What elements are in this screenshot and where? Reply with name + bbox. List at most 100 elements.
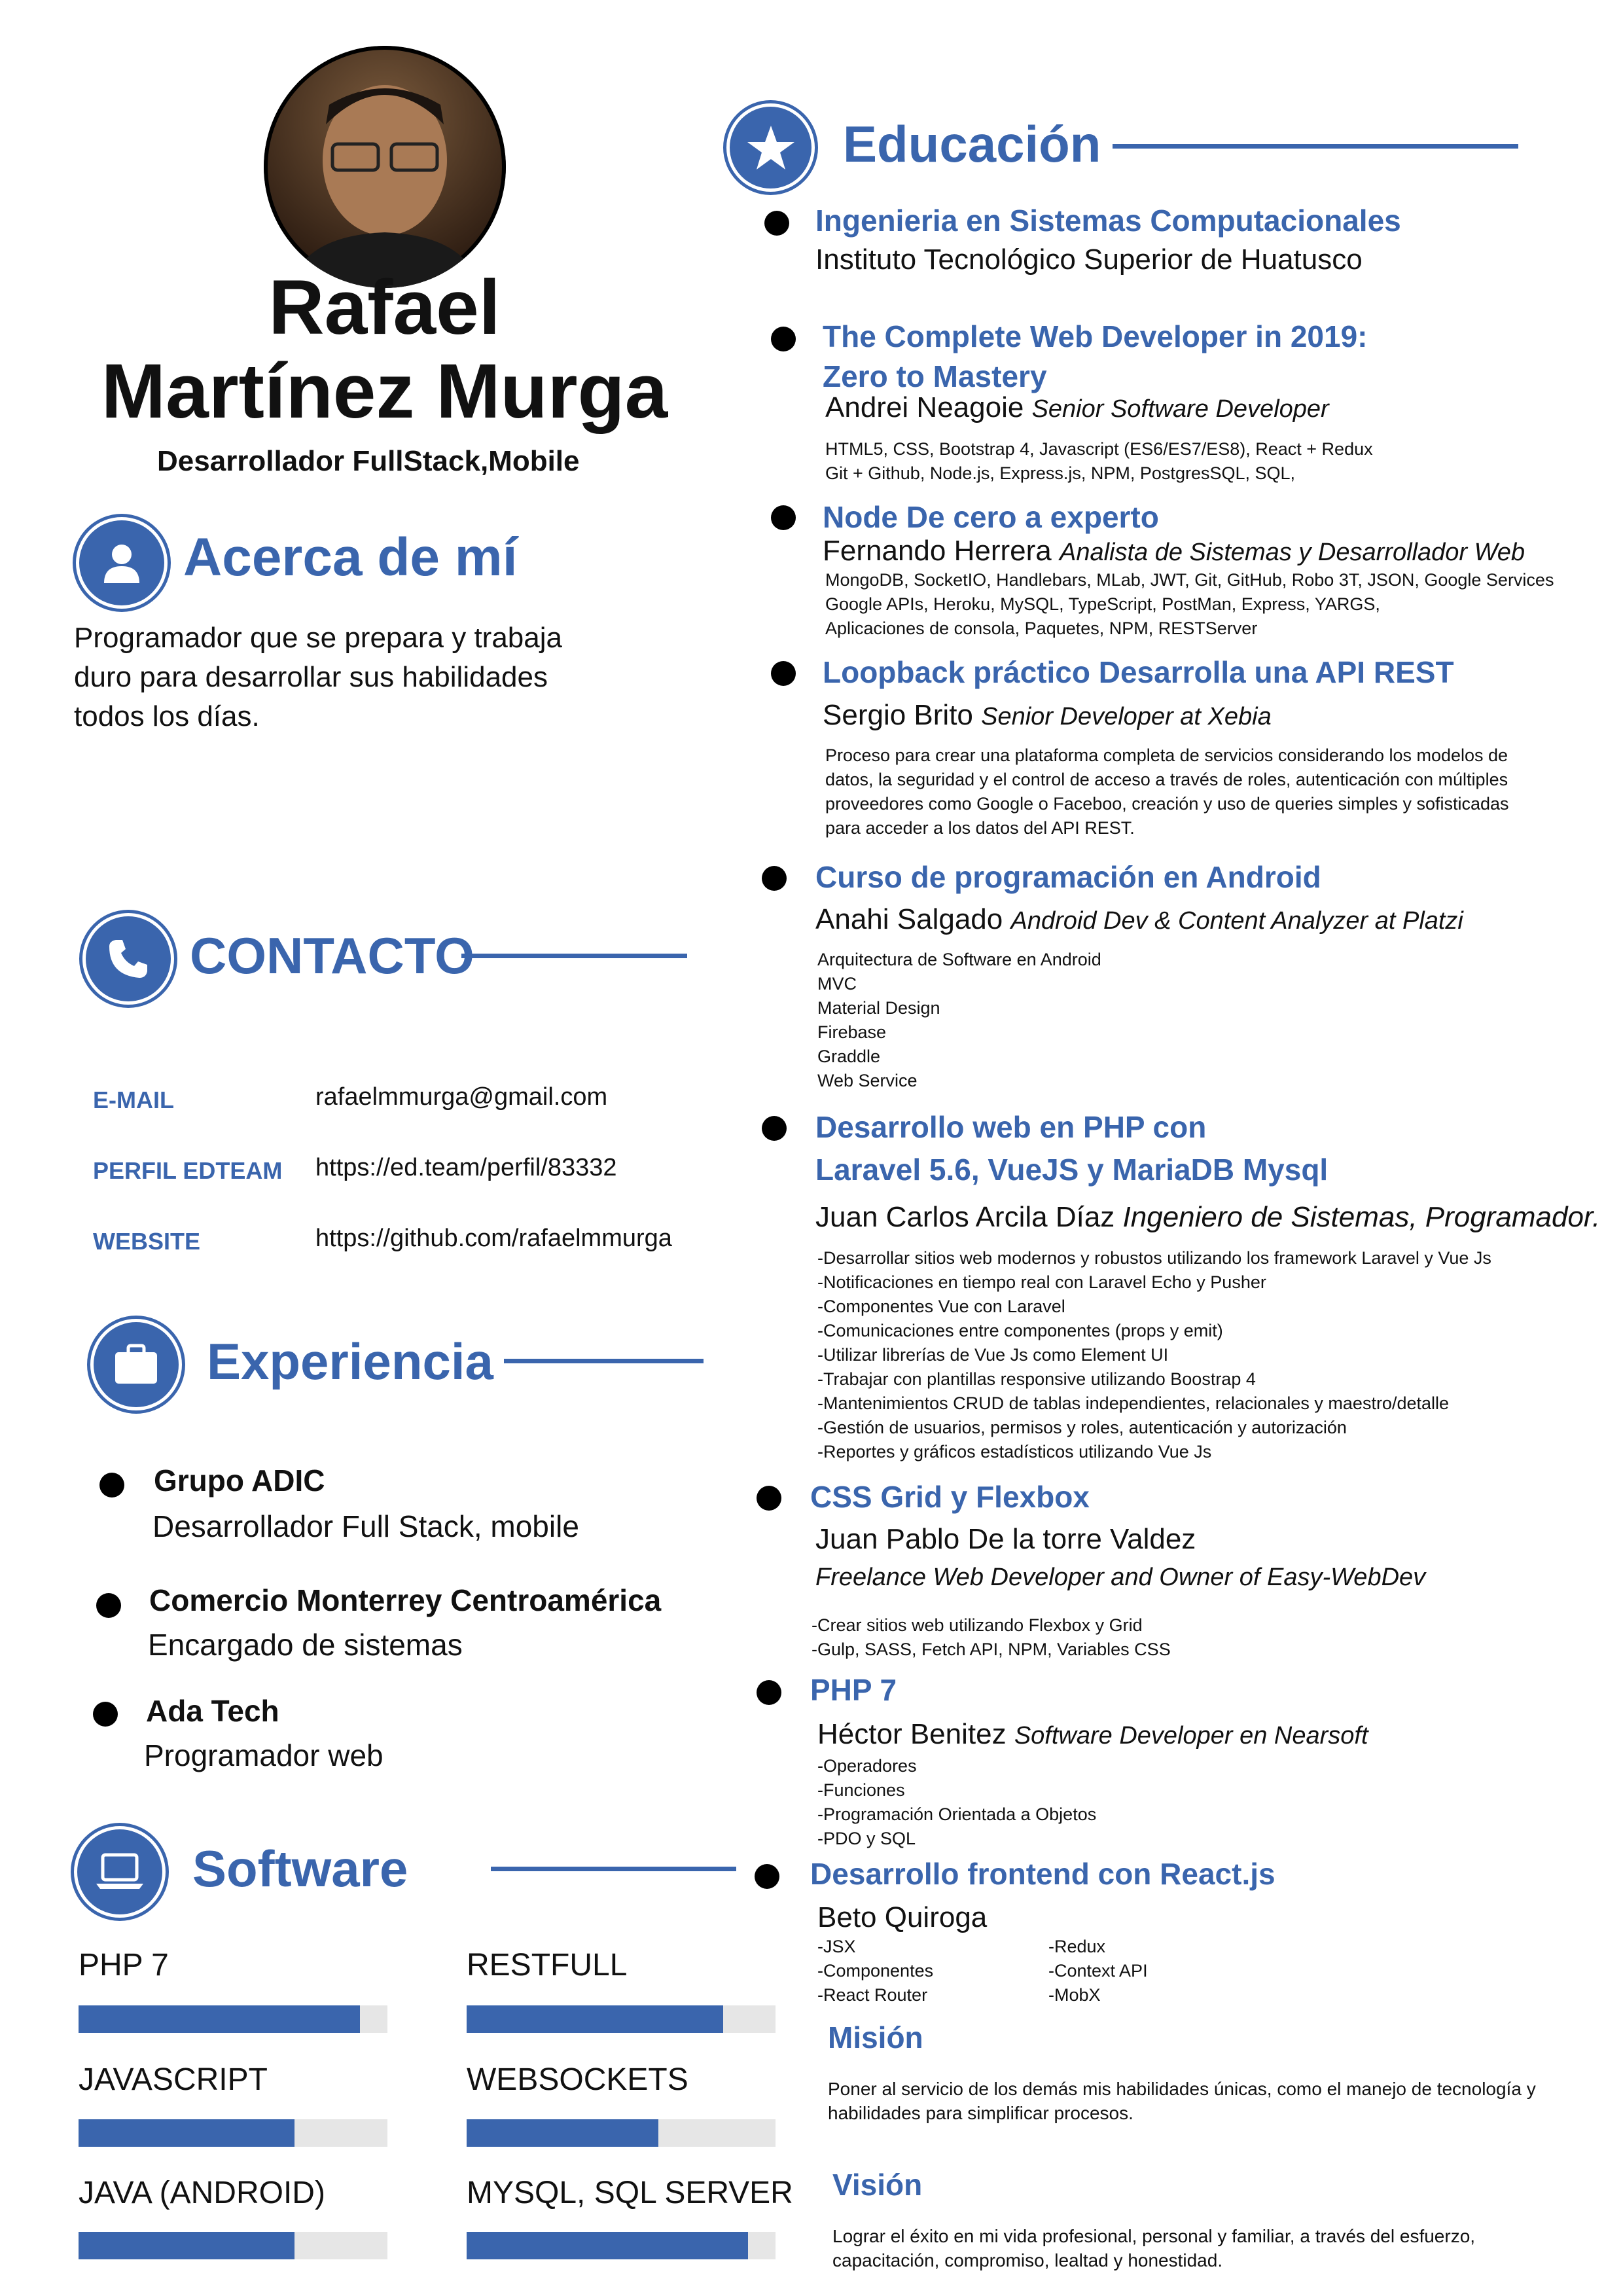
contact-website-value[interactable]: https://github.com/rafaelmmurga <box>315 1225 672 1252</box>
skill-name: RESTFULL <box>467 1948 628 1982</box>
about-line: todos los días. <box>74 700 260 732</box>
education-institution: Instituto Tecnológico Superior de Huatus… <box>815 243 1363 276</box>
education-details: -Desarrollar sitios web modernos y robus… <box>817 1246 1491 1464</box>
detail-line: Aplicaciones de consola, Paquetes, NPM, … <box>825 619 1258 638</box>
detail-line: -Redux <box>1048 1937 1106 1956</box>
education-bullet <box>755 1864 779 1889</box>
education-bullet <box>762 1116 787 1141</box>
detail-line: -Mantenimientos CRUD de tablas independi… <box>817 1393 1450 1413</box>
detail-line: Material Design <box>817 998 940 1018</box>
experience-role: Desarrollador Full Stack, mobile <box>152 1509 579 1543</box>
profile-first-name: Rafael <box>268 264 501 351</box>
detail-line: -Crear sitios web utilizando Flexbox y G… <box>812 1615 1143 1635</box>
education-details: -Crear sitios web utilizando Flexbox y G… <box>812 1613 1171 1662</box>
education-details-col1: -JSX -Componentes -React Router <box>817 1935 933 2007</box>
contact-email-value[interactable]: rafaelmmurga@gmail.com <box>315 1083 608 1111</box>
education-course-title-2: Laravel 5.6, VueJS y MariaDB Mysql <box>815 1153 1329 1187</box>
laptop-icon <box>96 1853 143 1889</box>
education-instructor: Juan Carlos Arcila Díaz Ingeniero de Sis… <box>815 1201 1600 1234</box>
profile-photo <box>264 46 506 288</box>
education-bullet <box>764 211 789 236</box>
skill-bar-fill <box>79 2119 295 2147</box>
skill-name: JAVASCRIPT <box>79 2062 268 2097</box>
education-details-col2: -Redux -Context API -MobX <box>1048 1935 1148 2007</box>
experience-role: Encargado de sistemas <box>148 1628 463 1662</box>
detail-line: -Gulp, SASS, Fetch API, NPM, Variables C… <box>812 1640 1171 1659</box>
education-course-title: Desarrollo frontend con React.js <box>810 1857 1275 1891</box>
instructor-name: Juan Carlos Arcila Díaz <box>815 1201 1115 1233</box>
user-icon <box>104 545 139 583</box>
instructor-name: Andrei Neagoie <box>825 391 1024 423</box>
detail-line: -Comunicaciones entre componentes (props… <box>817 1321 1223 1340</box>
phone-icon <box>109 940 147 978</box>
contact-title: CONTACTO <box>190 927 474 984</box>
experience-icon-circle <box>90 1319 182 1410</box>
instructor-name: Fernando Herrera <box>823 535 1052 567</box>
detail-line: -Notificaciones en tiempo real con Larav… <box>817 1272 1266 1292</box>
experience-role: Programador web <box>144 1738 383 1772</box>
detail-line: -Programación Orientada a Objetos <box>817 1804 1097 1824</box>
instructor-name: Juan Pablo De la torre Valdez <box>815 1523 1196 1555</box>
skill-bar-fill <box>467 2232 748 2259</box>
contact-title-line <box>461 954 687 958</box>
education-course-title: CSS Grid y Flexbox <box>810 1480 1090 1514</box>
detail-line: -Operadores <box>817 1756 917 1776</box>
detail-line: -Componentes <box>817 1961 934 1981</box>
education-course-title-2: Zero to Mastery <box>823 359 1047 393</box>
experience-company: Grupo ADIC <box>154 1463 325 1498</box>
education-instructor: Sergio Brito Senior Developer at Xebia <box>823 699 1272 732</box>
skill-bar <box>467 2232 776 2259</box>
education-details: -Operadores -Funciones -Programación Ori… <box>817 1754 1096 1851</box>
instructor-role: Senior Developer at Xebia <box>981 703 1272 730</box>
education-icon-circle <box>726 103 815 192</box>
skill-bar <box>467 2119 776 2147</box>
detail-line: datos, la seguridad y el control de acce… <box>825 770 1508 789</box>
contact-edteam-label: PERFIL EDTEAM <box>93 1157 283 1184</box>
mision-title: Misión <box>828 2020 923 2054</box>
experience-title-line <box>504 1359 704 1363</box>
experience-bullet <box>96 1593 121 1618</box>
education-instructor: Andrei Neagoie Senior Software Developer <box>825 391 1329 424</box>
detail-line: -Funciones <box>817 1780 905 1800</box>
experience-bullet <box>93 1702 118 1727</box>
experience-title: Experiencia <box>207 1333 493 1390</box>
vision-line: Lograr el éxito en mi vida profesional, … <box>832 2226 1476 2246</box>
detail-line: -MobX <box>1048 1985 1101 2005</box>
education-bullet <box>762 866 787 891</box>
detail-line: HTML5, CSS, Bootstrap 4, Javascript (ES6… <box>825 439 1373 459</box>
detail-line: Graddle <box>817 1047 881 1066</box>
about-icon-circle <box>76 517 168 609</box>
instructor-role: Freelance Web Developer and Owner of Eas… <box>815 1560 1425 1592</box>
mision-line: Poner al servicio de los demás mis habil… <box>828 2079 1536 2099</box>
detail-line: Google APIs, Heroku, MySQL, TypeScript, … <box>825 594 1380 614</box>
instructor-name: Héctor Benitez <box>817 1718 1007 1750</box>
experience-company: Ada Tech <box>146 1694 279 1728</box>
education-details: Proceso para crear una plataforma comple… <box>825 744 1509 840</box>
skill-name: JAVA (ANDROID) <box>79 2176 325 2210</box>
detail-line: Web Service <box>817 1071 918 1090</box>
skill-bar <box>79 2232 387 2259</box>
skill-name: WEBSOCKETS <box>467 2062 688 2097</box>
contact-email-label: E-MAIL <box>93 1086 174 1113</box>
detail-line: -Context API <box>1048 1961 1148 1981</box>
vision-text: Lograr el éxito en mi vida profesional, … <box>832 2224 1475 2272</box>
instructor-role: Android Dev & Content Analyzer at Platzi <box>1010 907 1463 935</box>
skill-bar <box>79 2119 387 2147</box>
about-title: Acerca de mí <box>183 528 518 587</box>
mision-text: Poner al servicio de los demás mis habil… <box>828 2077 1536 2125</box>
instructor-role: Senior Software Developer <box>1031 395 1329 423</box>
education-course-title: PHP 7 <box>810 1673 897 1707</box>
profile-role: Desarrollador FullStack,Mobile <box>157 445 580 477</box>
education-course-title: Desarrollo web en PHP con <box>815 1110 1207 1144</box>
education-course-title: Ingenieria en Sistemas Computacionales <box>815 204 1401 238</box>
detail-line: proveedores como Google o Faceboo, creac… <box>825 794 1509 814</box>
detail-line: para acceder a los datos del API REST. <box>825 818 1135 838</box>
education-bullet <box>757 1680 781 1705</box>
detail-line: -Gestión de usuarios, permisos y roles, … <box>817 1418 1347 1437</box>
skill-bar <box>467 2005 776 2033</box>
education-bullet <box>757 1486 781 1511</box>
detail-line: -Desarrollar sitios web modernos y robus… <box>817 1248 1491 1268</box>
experience-bullet <box>99 1473 124 1498</box>
education-bullet <box>771 327 796 351</box>
contact-edteam-value[interactable]: https://ed.team/perfil/83332 <box>315 1154 617 1181</box>
